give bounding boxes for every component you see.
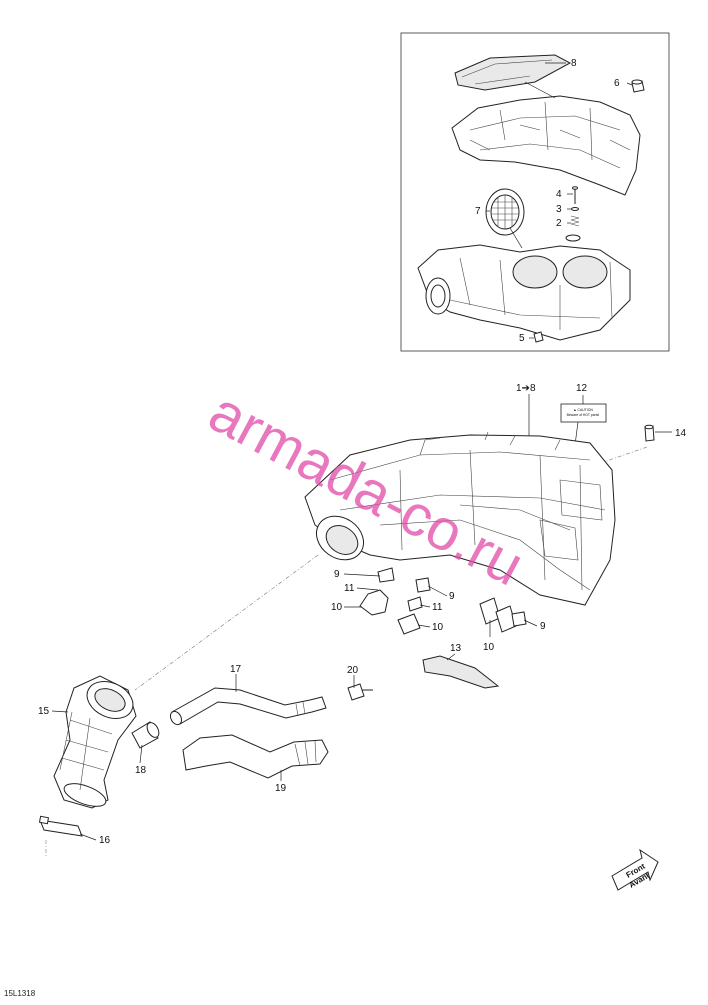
callout-15: 15 [38, 706, 50, 717]
part-13-heat-shield [422, 655, 500, 689]
part-7-filter [485, 188, 525, 236]
callout-14: 14 [675, 428, 687, 439]
callout-2: 2 [556, 218, 562, 229]
part-18-connector [131, 721, 160, 749]
part-3-washer [571, 207, 579, 211]
part-9-seal-c [511, 611, 527, 627]
callout-1-to-8: 1➔8 [516, 383, 536, 394]
callout-13: 13 [450, 643, 462, 654]
callout-10-a: 10 [331, 602, 343, 613]
callout-9-b: 9 [449, 591, 455, 602]
callout-12: 12 [576, 383, 588, 394]
callout-4: 4 [556, 189, 562, 200]
reference-code: 15L1318 [4, 989, 36, 998]
warning-label-line2: Beware of HOT parts! [567, 413, 600, 417]
part-11-bracket-a [407, 596, 423, 612]
part-12-warning-label: ▲ CAUTION Beware of HOT parts! [560, 403, 607, 423]
front-direction-arrow: Front Avant [611, 848, 659, 891]
part-17-hose [169, 687, 327, 726]
part-10-clamp-a [359, 589, 389, 616]
part-14-plug [644, 424, 655, 442]
callout-10-c: 10 [483, 642, 495, 653]
airbox-inlet [316, 515, 364, 561]
part-16-clamp-ring [38, 815, 83, 837]
callout-5: 5 [519, 333, 525, 344]
callout-10-b: 10 [432, 622, 444, 633]
part-15-intake-adaptor [53, 675, 137, 809]
callout-17: 17 [230, 664, 242, 675]
part-2-spring [570, 215, 580, 227]
exploded-view-frame [400, 32, 670, 352]
part-9-seal-a [377, 567, 395, 583]
callout-16: 16 [99, 835, 111, 846]
callout-19: 19 [275, 783, 287, 794]
airbox-housing [304, 431, 616, 606]
part-19-large-hose [182, 734, 329, 779]
seal-ring [565, 234, 581, 242]
warning-label-line1: ▲ CAUTION [573, 408, 593, 412]
lower-housing-inset [417, 244, 631, 341]
callout-20: 20 [347, 665, 359, 676]
part-10-clamp-b [397, 613, 421, 635]
callout-18: 18 [135, 765, 147, 776]
part-9-seal-b [415, 577, 431, 593]
part-20-clamp [347, 683, 373, 701]
upper-housing-inset [451, 95, 641, 196]
callout-7: 7 [475, 206, 481, 217]
callout-9-a: 9 [334, 569, 340, 580]
part-5-nut [533, 331, 544, 343]
callout-3: 3 [556, 204, 562, 215]
part-4-screw [572, 186, 578, 204]
part-6-plug [631, 79, 645, 93]
callout-8: 8 [571, 58, 577, 69]
part-10-clamp-c [479, 597, 517, 633]
callout-11-b: 11 [432, 602, 443, 613]
callout-6: 6 [614, 78, 620, 89]
callout-11-a: 11 [344, 583, 355, 594]
part-8-cover [454, 54, 572, 91]
callout-9-c: 9 [540, 621, 546, 632]
